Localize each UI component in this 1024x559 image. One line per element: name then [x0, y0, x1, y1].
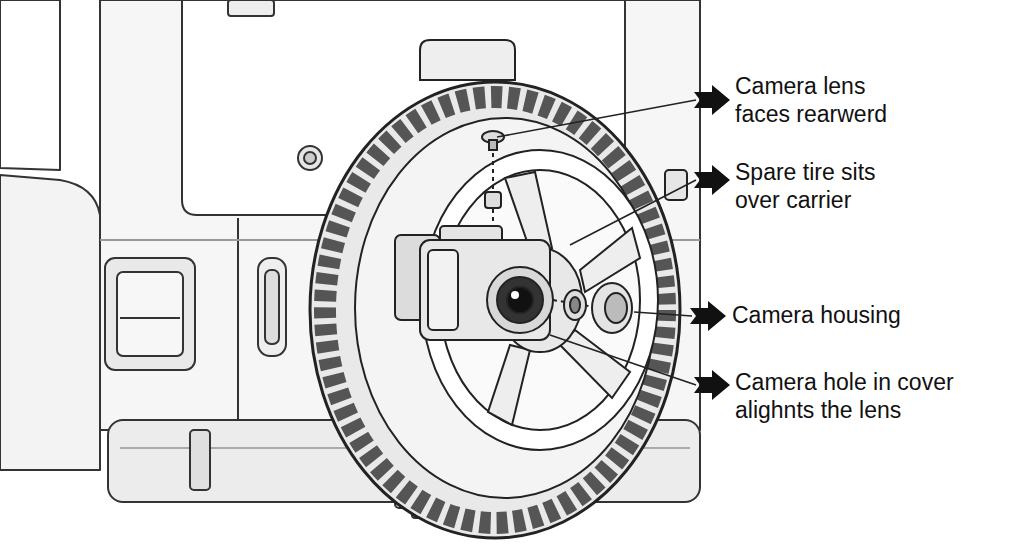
camera-assembly: [395, 131, 632, 340]
tail-light: [105, 258, 195, 370]
tail-light-lens: [117, 272, 183, 356]
lens-glint: [511, 291, 519, 299]
lens-cover-hole: [605, 293, 627, 323]
lens-glass: [507, 287, 533, 313]
lens-barrel: [487, 267, 553, 333]
callout-label: Camera housing: [732, 301, 1002, 329]
brake-light: [228, 0, 274, 16]
lens-cover-ring: [592, 283, 632, 333]
leader-line: [570, 180, 696, 245]
bumper-end: [190, 430, 210, 490]
handle-grip: [265, 270, 279, 344]
tire-outer: [310, 82, 680, 538]
gate-bolt-core: [304, 152, 316, 164]
wheel-spoke: [488, 345, 530, 425]
callout-label: Camera lens faces rearwerd: [735, 72, 907, 128]
callout-label: Spare tire sits over carrier: [735, 158, 913, 214]
lens-ring-hole: [570, 297, 580, 313]
carrier-tab: [420, 40, 515, 80]
leader-line: [634, 312, 692, 316]
callout-arrows: [690, 85, 730, 400]
callout-arrow: [690, 301, 726, 331]
camera-grip: [428, 250, 458, 330]
leader-line: [497, 100, 696, 137]
tire-tread: [325, 97, 665, 523]
callout-arrow: [694, 370, 730, 400]
side-window: [0, 0, 60, 170]
guide-line: [492, 145, 494, 235]
callout-label: Camera hole in cover alighnts the lens: [735, 368, 980, 424]
leader-lines: [497, 100, 696, 385]
gate-handle: [258, 258, 286, 356]
wheel-spoke: [560, 330, 630, 398]
gate-bolt: [298, 146, 322, 170]
lens-ring-part: [564, 290, 586, 320]
spacer: [485, 192, 501, 208]
wheel-spoke: [505, 172, 552, 250]
callout-arrow: [694, 85, 730, 115]
mount-screw-shaft: [489, 140, 497, 150]
quarter-panel: [0, 175, 100, 470]
callout-arrow: [694, 165, 730, 195]
spare-tire: [310, 40, 687, 538]
carrier-hinge: [665, 170, 687, 200]
wheel-rim: [422, 150, 658, 450]
gate-seam: [237, 218, 239, 420]
lens-ring: [497, 277, 543, 323]
tail-light-divider: [120, 317, 180, 319]
leader-line: [550, 335, 696, 385]
